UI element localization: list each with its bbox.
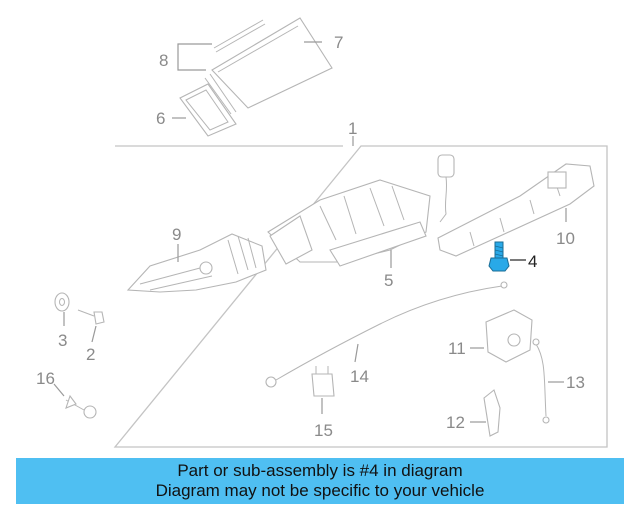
callout-labels: 1 2 3 4 5 6 7 8 9 10 11 12 13 14 15 16 bbox=[36, 33, 585, 440]
release-cable[interactable] bbox=[265, 281, 508, 388]
latch[interactable] bbox=[485, 309, 533, 363]
callout-3: 3 bbox=[58, 331, 67, 350]
glove-box-door-panel[interactable] bbox=[211, 17, 333, 109]
callout-8: 8 bbox=[159, 51, 168, 70]
small-trim-panel[interactable] bbox=[179, 83, 237, 137]
banner-line-disclaimer: Diagram may not be specific to your vehi… bbox=[155, 481, 485, 500]
callout-13: 13 bbox=[566, 373, 585, 392]
leader-lines bbox=[53, 41, 567, 423]
door-trim-strip[interactable] bbox=[204, 19, 266, 115]
banner-line-part-number: Part or sub-assembly is #4 in diagram bbox=[177, 461, 463, 480]
callout-16: 16 bbox=[36, 369, 55, 388]
callout-4: 4 bbox=[528, 252, 537, 271]
callout-2: 2 bbox=[86, 345, 95, 364]
assembly-frame bbox=[113, 145, 608, 448]
striker-hook[interactable] bbox=[483, 389, 501, 437]
info-banner: Part or sub-assembly is #4 in diagram Di… bbox=[16, 458, 624, 504]
cable-clip[interactable] bbox=[311, 366, 335, 397]
bolt-part-4[interactable] bbox=[488, 241, 510, 272]
push-pin[interactable] bbox=[65, 394, 97, 419]
callout-5: 5 bbox=[384, 271, 393, 290]
screw[interactable] bbox=[77, 309, 105, 325]
parts-diagram: 1 2 3 4 5 6 7 8 9 10 11 12 13 14 15 16 bbox=[36, 17, 608, 448]
callout-7: 7 bbox=[334, 33, 343, 52]
callout-6: 6 bbox=[156, 109, 165, 128]
callout-14: 14 bbox=[350, 367, 369, 386]
callout-15: 15 bbox=[314, 421, 333, 440]
callout-1: 1 bbox=[348, 119, 357, 138]
callout-12: 12 bbox=[446, 413, 465, 432]
latch-rod[interactable] bbox=[532, 338, 550, 424]
callout-9: 9 bbox=[172, 225, 181, 244]
glove-box-assembly[interactable] bbox=[267, 179, 431, 267]
right-bracket[interactable] bbox=[437, 163, 595, 257]
callout-10: 10 bbox=[556, 229, 575, 248]
left-vent-duct[interactable] bbox=[126, 233, 267, 293]
washer[interactable] bbox=[54, 292, 70, 312]
callout-11: 11 bbox=[448, 339, 466, 358]
switch-with-wire[interactable] bbox=[437, 154, 455, 223]
